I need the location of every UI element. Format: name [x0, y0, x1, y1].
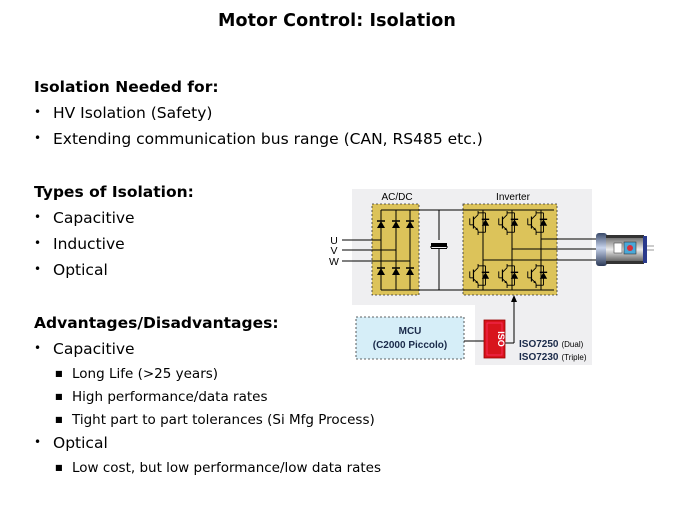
sub-bullet-item: ■ Tight part to part tolerances (Si Mfg P… — [55, 412, 375, 428]
square-bullet-icon: ■ — [55, 415, 63, 424]
bullet-item: • Capacitive — [34, 209, 135, 227]
mcu-block — [355, 316, 465, 360]
bullet-dot-icon: • — [34, 236, 42, 250]
bullet-text: HV Isolation (Safety) — [53, 104, 213, 122]
bullet-text: Capacitive — [53, 340, 135, 358]
acdc-label: AC/DC — [381, 192, 412, 203]
sub-bullet-item: ■ Low cost, but low performance/low data … — [55, 460, 381, 476]
bullet-dot-icon: • — [34, 262, 42, 276]
mcu-subtitle: (C2000 Piccolo) — [373, 340, 447, 351]
square-bullet-icon: ■ — [55, 369, 63, 378]
part-iso7230: ISO7230(Triple) — [519, 352, 587, 363]
bullet-item: • Inductive — [34, 235, 125, 253]
phase-label-u: U — [330, 235, 338, 247]
sub-bullet-item: ■ Long Life (>25 years) — [55, 366, 218, 382]
sub-bullet-text: Low cost, but low performance/low data r… — [72, 460, 382, 476]
bullet-text: Capacitive — [53, 209, 135, 227]
phase-label-w: W — [329, 256, 339, 268]
square-bullet-icon: ■ — [55, 463, 63, 472]
bullet-item: • HV Isolation (Safety) — [34, 104, 212, 122]
part-name: ISO7250 — [519, 339, 559, 350]
inverter-label: Inverter — [496, 192, 531, 203]
bullet-text: Extending communication bus range (CAN, … — [53, 130, 483, 148]
bullet-dot-icon: • — [34, 131, 42, 145]
bullet-dot-icon: • — [34, 341, 42, 355]
bullet-dot-icon: • — [34, 435, 42, 449]
heading-advantages: Advantages/Disadvantages: — [34, 314, 279, 332]
bullet-text: Optical — [53, 261, 108, 279]
bullet-item: • Optical — [34, 261, 108, 279]
sub-bullet-item: ■ High performance/data rates — [55, 389, 267, 405]
iso-badge-text: ISO — [496, 331, 506, 347]
slide-title: Motor Control: Isolation — [218, 11, 456, 31]
bullet-item: • Capacitive — [34, 340, 135, 358]
iso-chip-icon: ISO — [483, 319, 506, 359]
heading-types-of-isolation: Types of Isolation: — [34, 183, 194, 201]
bullet-item: • Extending communication bus range (CAN,… — [34, 130, 483, 148]
sub-bullet-text: High performance/data rates — [72, 389, 268, 405]
bullet-dot-icon: • — [34, 105, 42, 119]
bullet-text: Inductive — [53, 235, 125, 253]
motor-icon — [596, 233, 654, 266]
heading-isolation-needed: Isolation Needed for: — [34, 78, 219, 96]
mcu-label: MCU — [399, 326, 422, 337]
part-name: ISO7230 — [519, 352, 559, 363]
bullet-item: • Optical — [34, 434, 108, 452]
part-iso7250: ISO7250(Dual) — [519, 339, 584, 350]
bullet-text: Optical — [53, 434, 108, 452]
square-bullet-icon: ■ — [55, 392, 63, 401]
part-note: (Dual) — [561, 340, 583, 349]
part-note: (Triple) — [561, 353, 586, 362]
sub-bullet-text: Long Life (>25 years) — [72, 366, 219, 382]
dc-link-capacitor — [430, 243, 448, 249]
sub-bullet-text: Tight part to part tolerances (Si Mfg Pr… — [72, 412, 375, 428]
phase-label-v: V — [330, 245, 337, 257]
bullet-dot-icon: • — [34, 210, 42, 224]
